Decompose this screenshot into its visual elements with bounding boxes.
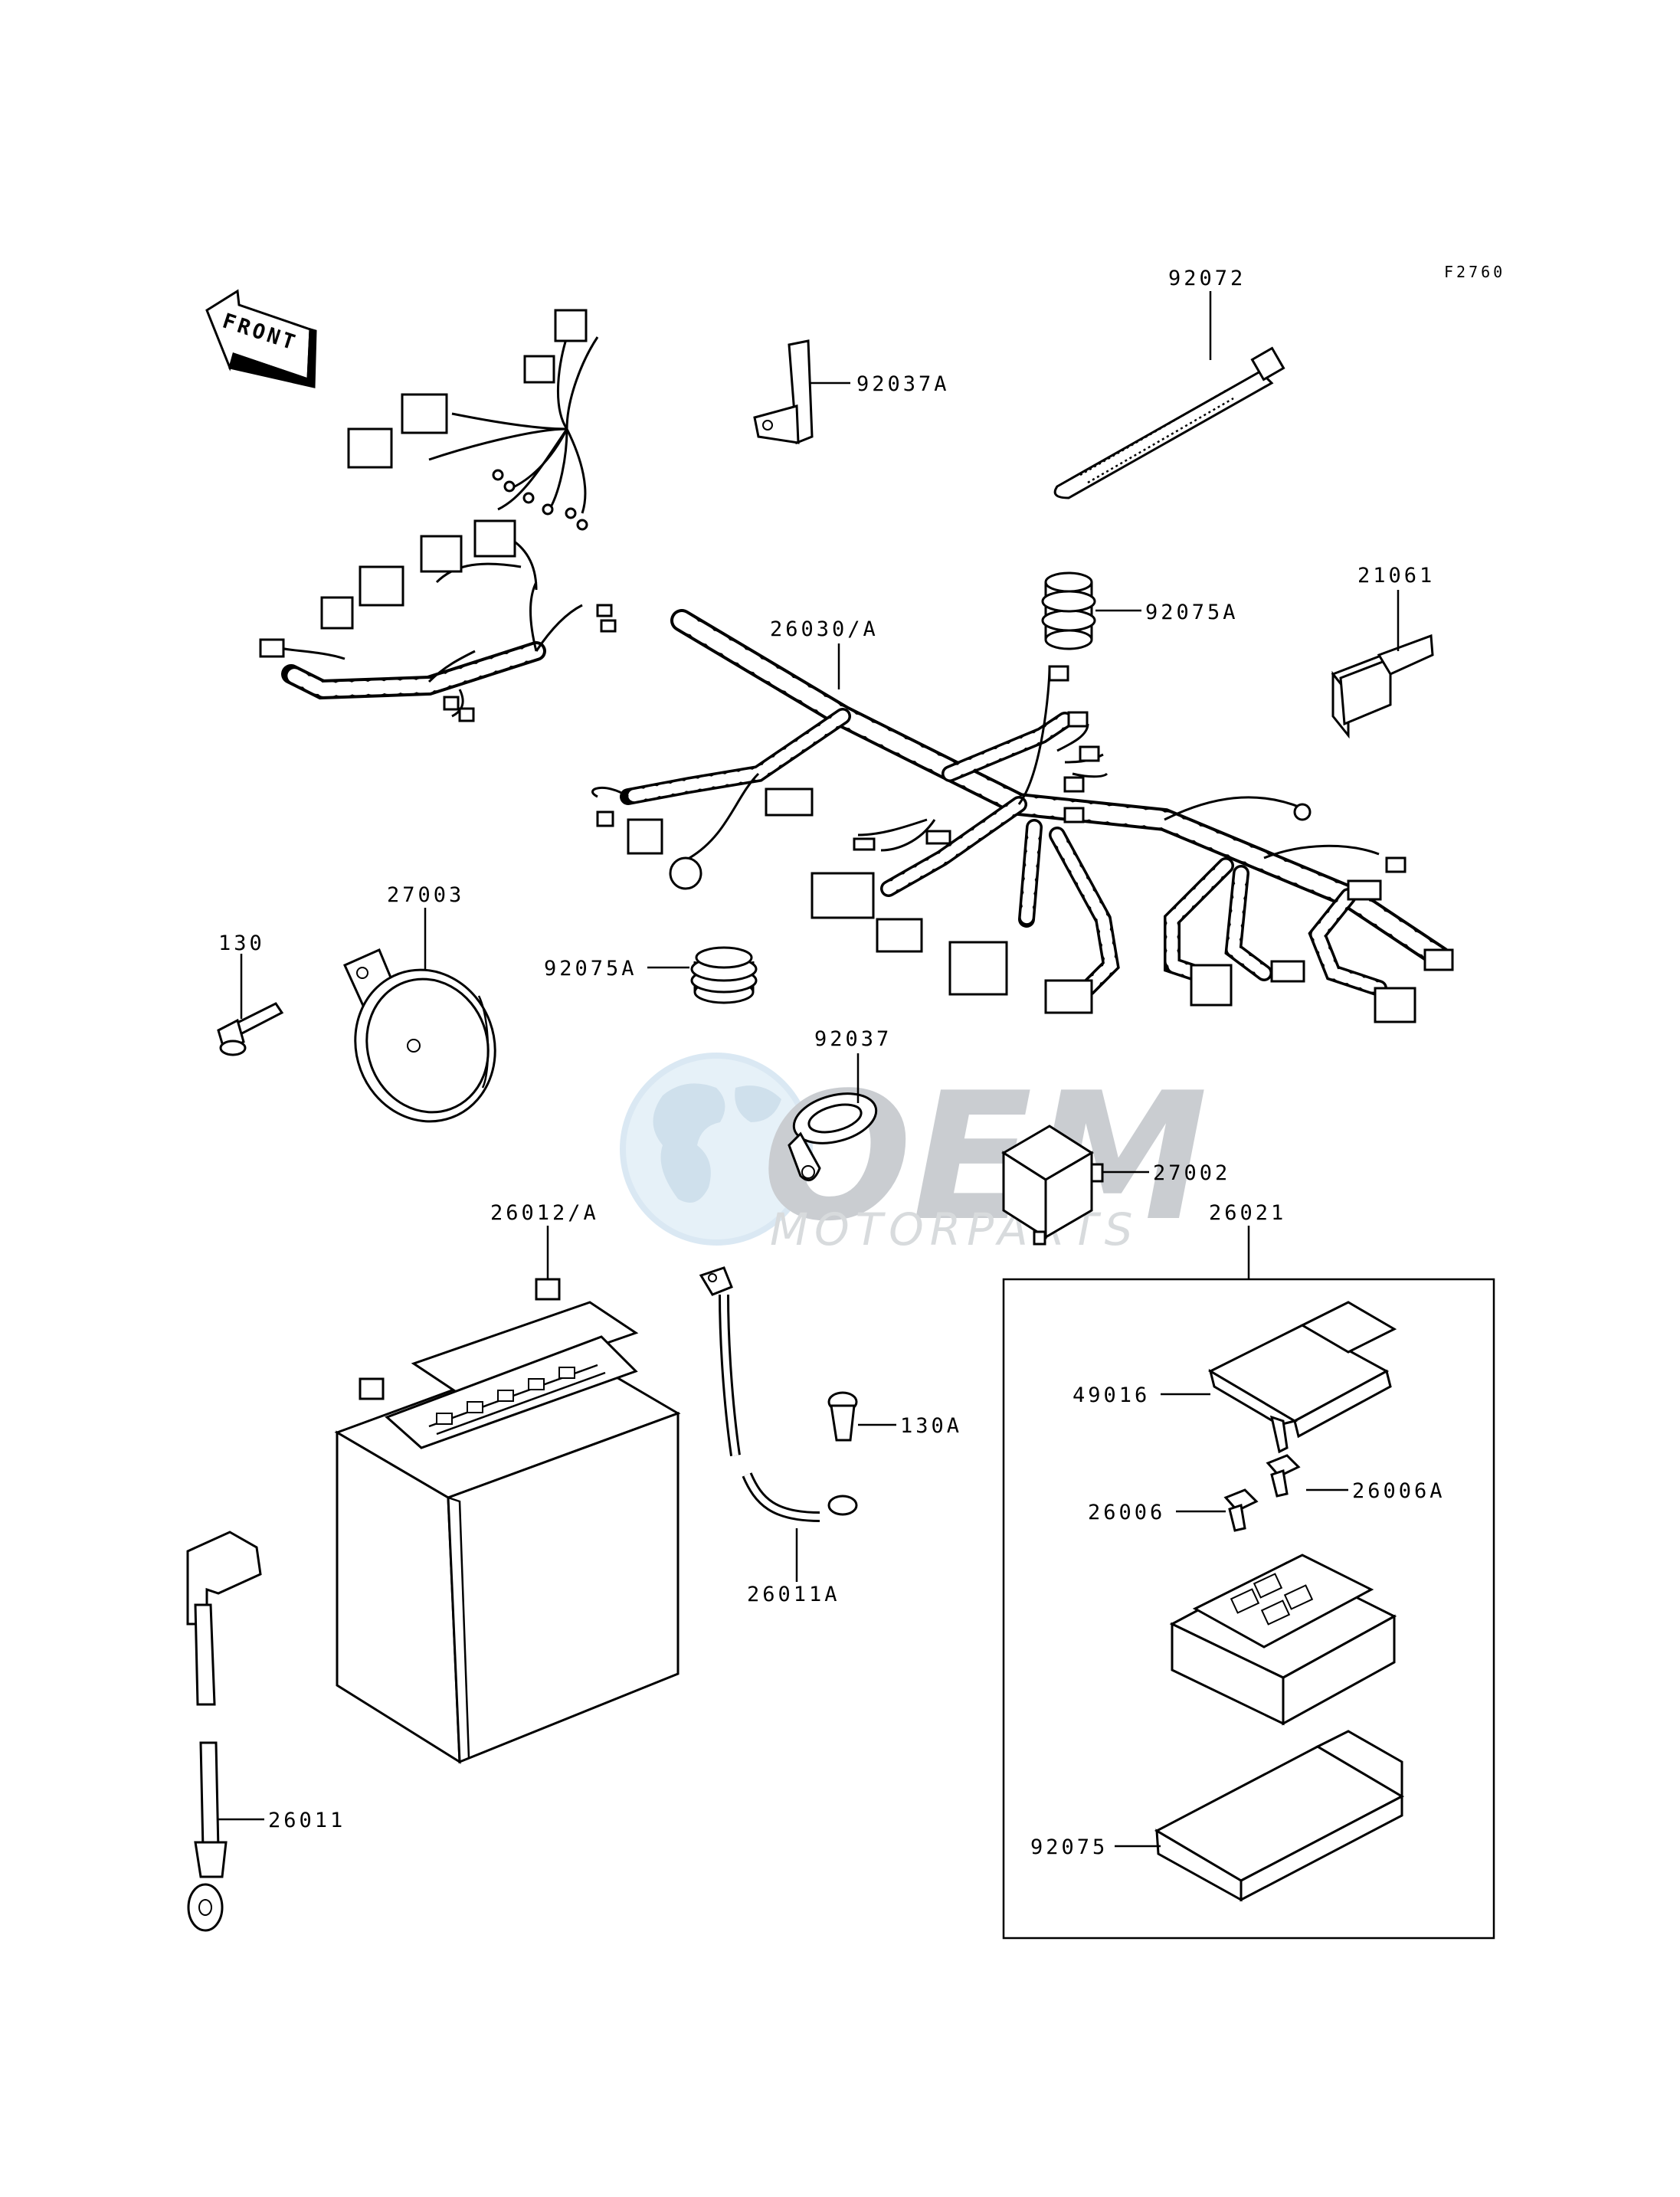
leader-lines xyxy=(218,291,1400,1848)
label-92075A-mid: 92075A xyxy=(544,957,637,981)
grommet-top xyxy=(1041,571,1096,650)
bolt-130A xyxy=(827,1391,858,1442)
label-26006A: 26006A xyxy=(1352,1479,1446,1503)
watermark-brand: OEM xyxy=(762,1056,1208,1260)
label-21061: 21061 xyxy=(1357,564,1435,588)
cable-clamp xyxy=(788,1092,878,1182)
label-26006: 26006 xyxy=(1088,1501,1165,1524)
label-49016: 49016 xyxy=(1073,1383,1150,1407)
label-130A: 130A xyxy=(900,1414,962,1438)
fuse-box-group xyxy=(1002,1278,1495,1940)
label-130: 130 xyxy=(218,932,265,955)
relay-unit xyxy=(1001,1125,1104,1246)
main-wiring-harness xyxy=(259,309,1454,1023)
bracket-clamp xyxy=(753,339,814,445)
relay-cover xyxy=(1331,634,1434,739)
label-27003: 27003 xyxy=(387,883,464,907)
label-26011: 26011 xyxy=(268,1809,345,1832)
figure-code: F2760 xyxy=(1444,263,1505,281)
watermark-continents xyxy=(653,1083,781,1203)
battery-cable-negative xyxy=(699,1266,858,1522)
battery-cable-positive xyxy=(186,1531,262,1932)
label-26030A: 26030/A xyxy=(770,617,879,641)
horn xyxy=(343,948,496,1123)
bolt-130 xyxy=(217,1002,284,1056)
label-26012A: 26012/A xyxy=(490,1201,599,1225)
label-92072: 92072 xyxy=(1168,267,1246,290)
label-26011A: 26011A xyxy=(747,1583,840,1606)
label-92075: 92075 xyxy=(1030,1835,1108,1859)
battery xyxy=(334,1278,681,1764)
label-92037A: 92037A xyxy=(856,372,950,396)
part-labels: 92072 92037A 21061 92075A 26030/A 27003 … xyxy=(218,267,1446,1859)
label-26021: 26021 xyxy=(1209,1201,1286,1225)
watermark: OEM MOTORPARTS xyxy=(620,1053,1208,1260)
label-92075A-top: 92075A xyxy=(1145,601,1239,624)
label-92037: 92037 xyxy=(814,1027,892,1051)
grommet-mid xyxy=(690,946,758,1004)
cable-tie xyxy=(1053,346,1285,499)
front-arrow-icon: FRONT xyxy=(205,289,317,388)
label-27002: 27002 xyxy=(1153,1161,1230,1185)
